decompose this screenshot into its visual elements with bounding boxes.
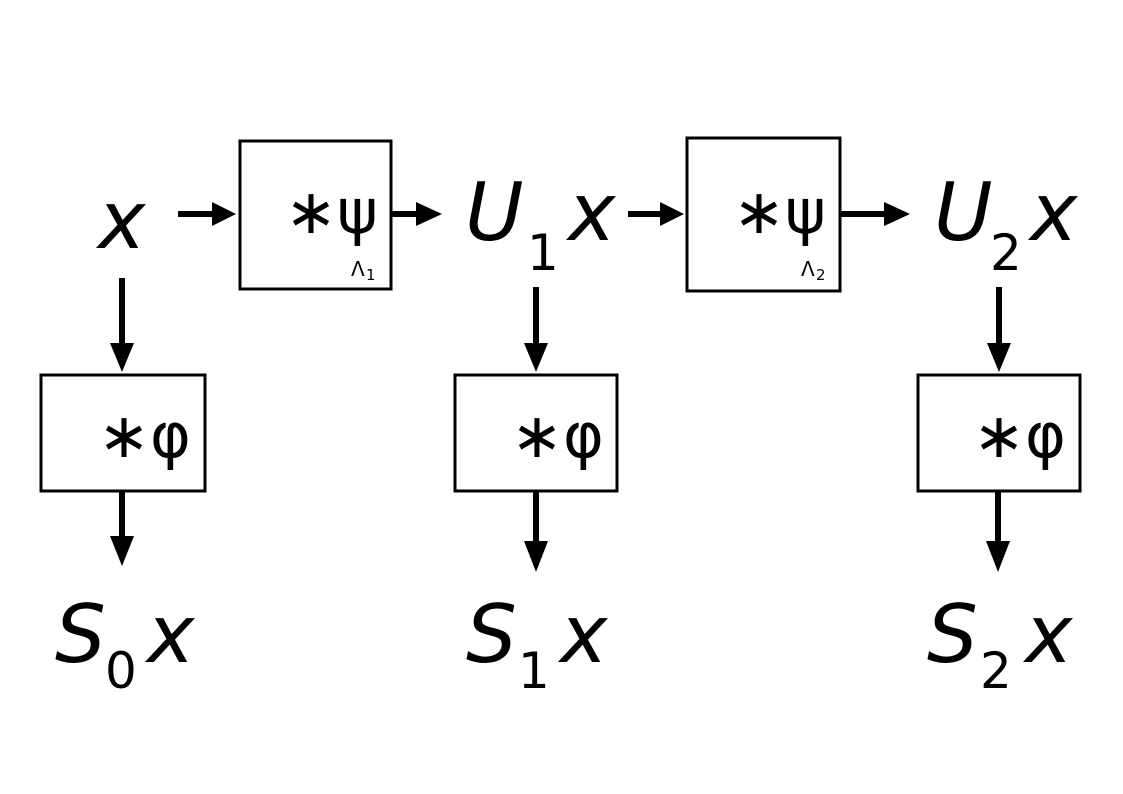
arrow-phi1-to-s1 bbox=[524, 491, 548, 572]
psi1-subsub: 1 bbox=[366, 266, 376, 284]
phi-op-0: ∗φ bbox=[98, 399, 191, 472]
psi2-op: ∗ψ bbox=[733, 175, 826, 248]
node-u1-sub: 1 bbox=[527, 224, 559, 282]
node-u1-var: x bbox=[565, 166, 617, 259]
arrow-x-to-phi0 bbox=[110, 278, 134, 372]
psi1-sub: Λ bbox=[351, 257, 365, 281]
psi2-sub: Λ bbox=[801, 257, 815, 281]
node-s1: S 1 x bbox=[466, 588, 609, 700]
arrow-x-to-psi1 bbox=[178, 202, 236, 226]
phi-op-2: ∗φ bbox=[973, 399, 1066, 472]
arrow-u2-to-phi2 bbox=[987, 287, 1011, 372]
arrow-psi2-to-u2 bbox=[840, 202, 910, 226]
node-u2-sub: 2 bbox=[990, 224, 1022, 282]
psi2-subsub: 2 bbox=[816, 266, 826, 284]
node-s0-var: x bbox=[144, 588, 196, 681]
node-s2: S 2 x bbox=[927, 588, 1074, 700]
phi-op-1: ∗φ bbox=[511, 399, 604, 472]
psi1-op: ∗ψ bbox=[285, 175, 378, 248]
psi2-box: ∗ψ Λ 2 bbox=[685, 136, 842, 293]
arrow-u1-to-phi1 bbox=[524, 287, 548, 372]
phi-box-2: ∗φ bbox=[916, 373, 1082, 493]
node-s0-sub: 0 bbox=[105, 642, 137, 700]
arrow-phi2-to-s2 bbox=[986, 491, 1010, 572]
arrow-psi1-to-u1 bbox=[391, 202, 442, 226]
node-s1-var: x bbox=[557, 588, 609, 681]
node-s2-main: S bbox=[927, 588, 978, 681]
psi1-box: ∗ψ Λ 1 bbox=[238, 139, 393, 291]
phi-box-0: ∗φ bbox=[39, 373, 207, 493]
node-s2-var: x bbox=[1022, 588, 1074, 681]
node-u1: U 1 x bbox=[465, 166, 617, 282]
arrow-u1-to-psi2 bbox=[628, 202, 684, 226]
node-u2: U 2 x bbox=[934, 166, 1079, 282]
node-x: x bbox=[95, 174, 147, 267]
node-s0: S 0 x bbox=[55, 588, 196, 700]
node-s0-main: S bbox=[55, 588, 106, 681]
phi-box-1: ∗φ bbox=[453, 373, 619, 493]
node-u1-main: U bbox=[465, 166, 524, 259]
node-s1-main: S bbox=[466, 588, 517, 681]
node-u2-main: U bbox=[934, 166, 993, 259]
node-s1-sub: 1 bbox=[518, 642, 550, 700]
node-s2-sub: 2 bbox=[980, 642, 1012, 700]
node-u2-var: x bbox=[1027, 166, 1079, 259]
arrow-phi0-to-s0 bbox=[110, 491, 134, 566]
